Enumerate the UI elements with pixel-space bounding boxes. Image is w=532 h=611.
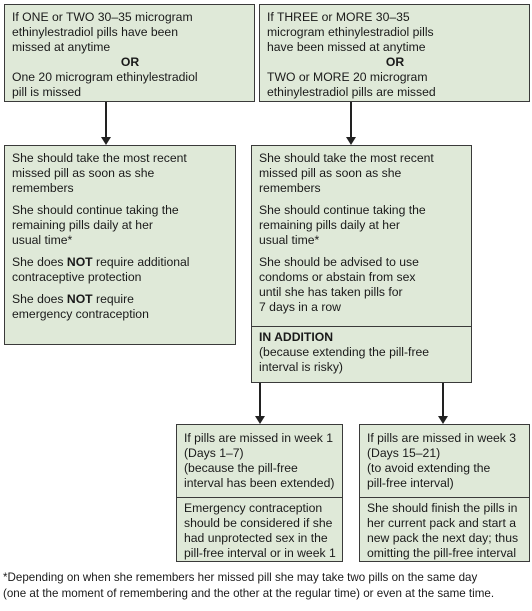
in-addition-section: IN ADDITION (because extending the pill-… — [259, 330, 430, 374]
condition-box-one-or-two-missed: If ONE or TWO 30–35 microgram ethinylest… — [4, 4, 255, 102]
instruction-continue-pills: She should continue taking the remaining… — [12, 203, 179, 247]
action-box-left: She should take the most recent missed p… — [4, 145, 236, 345]
or-label: OR — [385, 55, 405, 69]
condition-text: If ONE or TWO 30–35 microgram ethinylest… — [12, 10, 248, 100]
instruction-continue-pills: She should continue taking the remaining… — [259, 203, 426, 247]
divider — [252, 326, 471, 327]
instruction-no-protection: She does NOT require additional contrace… — [12, 255, 190, 284]
in-addition-title: IN ADDITION — [259, 330, 334, 344]
instruction-take-pill: She should take the most recent missed p… — [259, 151, 434, 195]
divider — [177, 497, 342, 498]
or-label: OR — [120, 55, 140, 69]
condition-text: If THREE or MORE 30–35 microgram ethinyl… — [267, 10, 523, 100]
condition-box-three-or-more-missed: If THREE or MORE 30–35 microgram ethinyl… — [259, 4, 530, 102]
divider — [360, 497, 529, 498]
week3-action: She should finish the pills in her curre… — [367, 501, 519, 560]
week3-condition: If pills are missed in week 3 (Days 15–2… — [367, 431, 517, 490]
action-box-right: She should take the most recent missed p… — [251, 145, 472, 383]
week1-box: If pills are missed in week 1 (Days 1–7)… — [176, 424, 343, 562]
instruction-no-emergency: She does NOT require emergency contracep… — [12, 292, 149, 321]
instruction-take-pill: She should take the most recent missed p… — [12, 151, 187, 195]
week1-action: Emergency contraception should be consid… — [184, 501, 336, 560]
instruction-use-condoms: She should be advised to use condoms or … — [259, 255, 419, 314]
footnote: *Depending on when she remembers her mis… — [3, 571, 495, 600]
week1-condition: If pills are missed in week 1 (Days 1–7)… — [184, 431, 335, 490]
week3-box: If pills are missed in week 3 (Days 15–2… — [359, 424, 530, 562]
